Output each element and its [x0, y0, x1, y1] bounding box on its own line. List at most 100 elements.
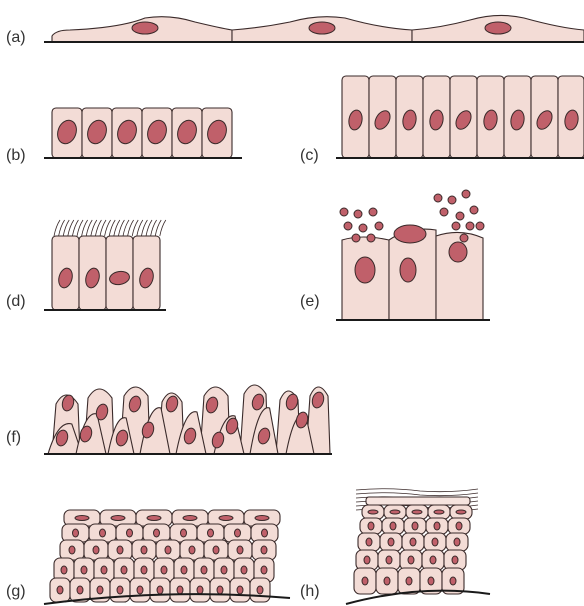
nucleus	[257, 586, 263, 594]
nucleus	[394, 225, 426, 243]
nucleus	[117, 546, 123, 554]
secretory-granule	[352, 234, 360, 242]
nucleus	[111, 516, 125, 521]
secretory-granule	[367, 234, 375, 242]
nucleus	[432, 538, 438, 546]
goblet-cell-panel	[336, 190, 490, 320]
secretory-granule	[466, 222, 474, 230]
nucleus	[412, 510, 422, 514]
nucleus	[100, 529, 106, 537]
panel-label-a: (a)	[6, 29, 26, 46]
nucleus	[368, 510, 378, 514]
keratin-layer	[356, 489, 478, 492]
secretory-granule	[452, 222, 460, 230]
nucleus	[137, 586, 143, 594]
nucleus	[237, 586, 243, 594]
nucleus	[450, 577, 456, 585]
nucleus	[97, 586, 103, 594]
cilium	[160, 220, 166, 236]
panel-label-b: (b)	[6, 147, 26, 164]
nucleus	[69, 546, 75, 554]
nucleus	[430, 556, 436, 564]
secretory-granule	[369, 208, 377, 216]
nucleus	[364, 556, 370, 564]
nucleus	[141, 546, 147, 554]
ciliated-columnar-panel	[44, 220, 166, 310]
nucleus	[201, 566, 207, 574]
nucleus	[255, 516, 269, 521]
nucleus	[157, 586, 163, 594]
nucleus	[189, 546, 195, 554]
nucleus	[101, 566, 107, 574]
panel-label-g: (g)	[6, 583, 26, 600]
nucleus	[454, 538, 460, 546]
simple-squamous-panel	[44, 15, 584, 42]
nucleus	[309, 22, 335, 34]
nucleus	[132, 22, 158, 34]
nucleus	[235, 529, 241, 537]
nucleus	[161, 566, 167, 574]
nucleus	[77, 586, 83, 594]
nucleus	[456, 510, 466, 514]
secretory-granule	[354, 210, 362, 218]
nucleus	[208, 529, 214, 537]
secretory-granule	[456, 212, 464, 220]
nucleus	[197, 586, 203, 594]
nucleus	[390, 522, 396, 530]
nucleus	[406, 577, 412, 585]
nucleus	[452, 556, 458, 564]
nucleus	[384, 577, 390, 585]
secretory-granule	[440, 208, 448, 216]
nucleus	[261, 546, 267, 554]
secretory-granule	[448, 196, 456, 204]
nucleus	[147, 516, 161, 521]
nucleus	[366, 538, 372, 546]
keratin-flake	[366, 497, 470, 505]
keratinized-stratified-panel	[346, 489, 490, 604]
secretory-granule	[359, 224, 367, 232]
simple-cuboidal-panel	[44, 108, 242, 158]
nucleus	[81, 566, 87, 574]
nucleus	[73, 529, 79, 537]
nucleus	[400, 258, 416, 282]
pseudostratified-panel	[44, 385, 332, 454]
nucleus	[485, 22, 511, 34]
nucleus	[219, 516, 233, 521]
nucleus	[368, 522, 374, 530]
nucleus	[75, 516, 89, 521]
nucleus	[57, 586, 63, 594]
secretory-granule	[434, 194, 442, 202]
nucleus	[388, 538, 394, 546]
nucleus	[390, 510, 400, 514]
nucleus	[154, 529, 160, 537]
nucleus	[121, 566, 127, 574]
panel-label-d: (d)	[6, 293, 26, 310]
nucleus	[117, 586, 123, 594]
keratin-layer	[356, 493, 478, 496]
secretory-granule	[476, 222, 484, 230]
nucleus	[181, 529, 187, 537]
nucleus	[456, 522, 462, 530]
nucleus	[217, 586, 223, 594]
nucleus	[181, 566, 187, 574]
nucleus	[386, 556, 392, 564]
stratified-panel	[44, 510, 290, 604]
nucleus	[362, 577, 368, 585]
nucleus	[262, 529, 268, 537]
nucleus	[93, 546, 99, 554]
secretory-granule	[462, 190, 470, 198]
secretory-granule	[470, 206, 478, 214]
nucleus	[412, 522, 418, 530]
nucleus	[434, 510, 444, 514]
nucleus	[221, 566, 227, 574]
nucleus	[237, 546, 243, 554]
nucleus	[434, 522, 440, 530]
panel-label-h: (h)	[300, 583, 320, 600]
nucleus	[241, 566, 247, 574]
nucleus	[261, 566, 267, 574]
nucleus	[61, 566, 67, 574]
secretory-granule	[460, 234, 468, 242]
nucleus	[141, 566, 147, 574]
nucleus	[410, 538, 416, 546]
